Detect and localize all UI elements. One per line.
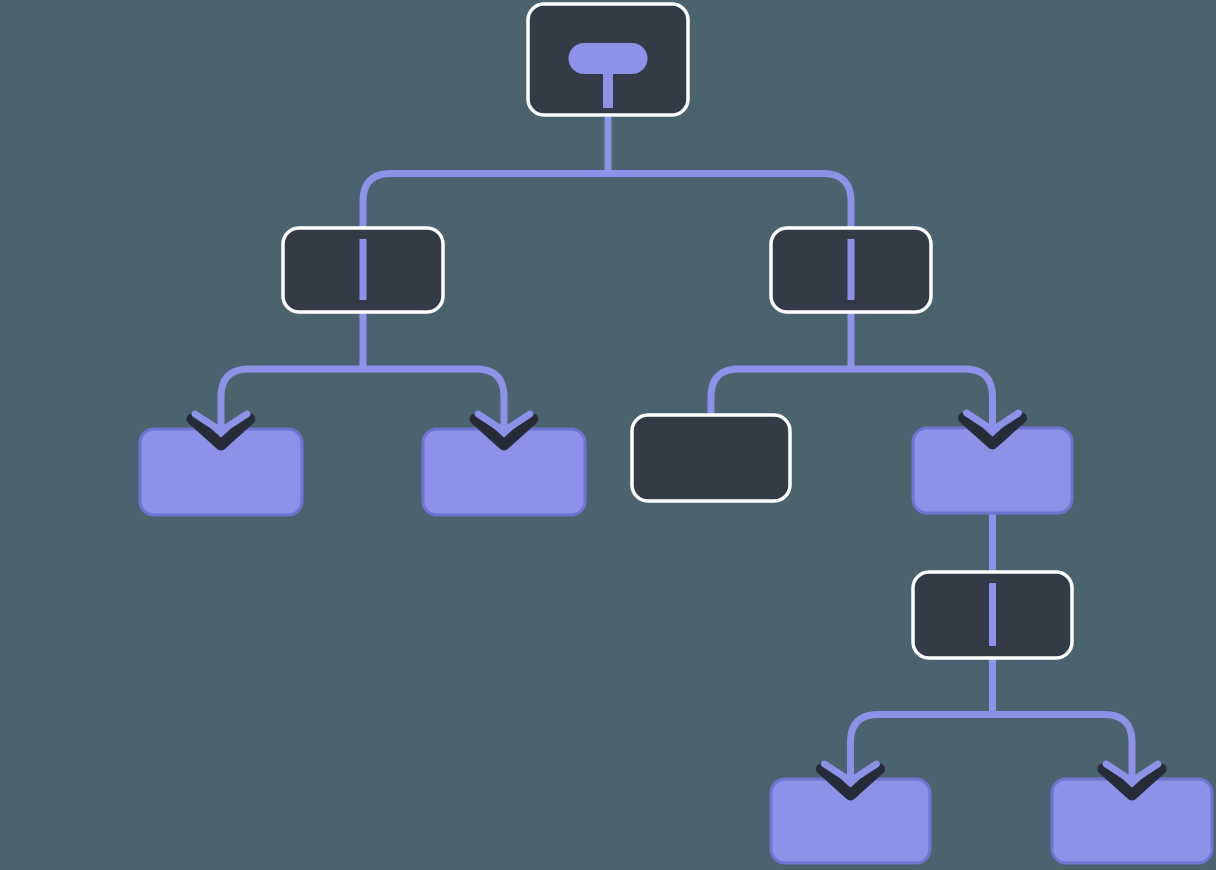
node-branch-right[interactable]	[769, 226, 933, 314]
chevron-down-icon	[186, 410, 256, 451]
chevron-down-icon	[469, 410, 539, 451]
pill-root-icon	[568, 43, 648, 108]
pass-through-line-icon	[359, 239, 367, 300]
chevron-down-icon	[1097, 760, 1167, 801]
nodes-layer	[138, 2, 1214, 865]
edge-left-branch-split	[217, 312, 508, 431]
arrow-markers-layer	[186, 409, 1167, 801]
chevron-down-icon	[816, 760, 885, 801]
node-node-plain[interactable]	[630, 413, 792, 503]
chevron-down-icon	[958, 409, 1027, 450]
dark-node-box[interactable]	[630, 413, 792, 503]
pass-through-line-icon	[989, 583, 996, 646]
pass-through-line-icon	[847, 239, 855, 300]
node-branch-bottom[interactable]	[911, 570, 1074, 660]
edge-root-split	[359, 115, 855, 231]
edge-bottom-branch-split	[847, 658, 1136, 781]
node-root[interactable]	[526, 2, 690, 117]
edge-right-branch-split	[707, 312, 996, 430]
edges-layer	[217, 115, 1136, 781]
node-branch-left[interactable]	[281, 226, 445, 314]
